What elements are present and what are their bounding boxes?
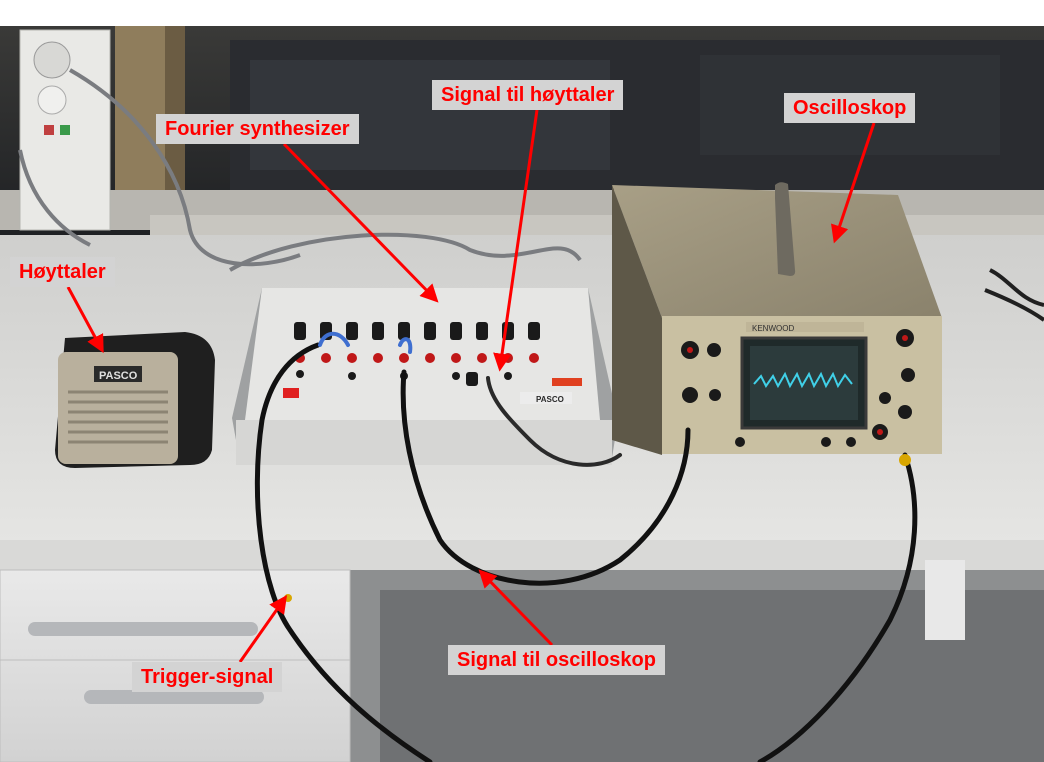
oscilloscope: KENWOOD bbox=[612, 182, 942, 455]
label-oscilloscope: Oscilloskop bbox=[784, 93, 916, 123]
synthesizer-brand-text: PASCO bbox=[536, 395, 564, 404]
label-signal-to-oscilloscope: Signal til oscilloskop bbox=[448, 645, 665, 675]
oscilloscope-brand-text: KENWOOD bbox=[752, 324, 794, 333]
label-trigger-signal: Trigger-signal bbox=[132, 662, 283, 692]
label-signal-to-speaker: Signal til høyttaler bbox=[432, 80, 624, 110]
label-fourier-synthesizer: Fourier synthesizer bbox=[156, 114, 359, 144]
fourier-synthesizer: PASCO bbox=[232, 288, 618, 465]
speaker: PASCO bbox=[55, 332, 215, 468]
arrow-oscilloscope bbox=[831, 122, 876, 244]
label-speaker: Høyttaler bbox=[10, 257, 115, 287]
power-outlet bbox=[19, 29, 111, 231]
scope-trace bbox=[753, 371, 853, 389]
arrow-trigger bbox=[238, 595, 288, 663]
background-cables bbox=[18, 68, 1044, 322]
speaker-brand-text: PASCO bbox=[99, 370, 138, 382]
annotation-arrows bbox=[66, 109, 876, 663]
arrow-signal-scope bbox=[478, 569, 554, 647]
arrow-fourier bbox=[282, 142, 439, 303]
arrow-signal-speaker bbox=[493, 109, 539, 372]
arrow-speaker bbox=[66, 286, 104, 354]
